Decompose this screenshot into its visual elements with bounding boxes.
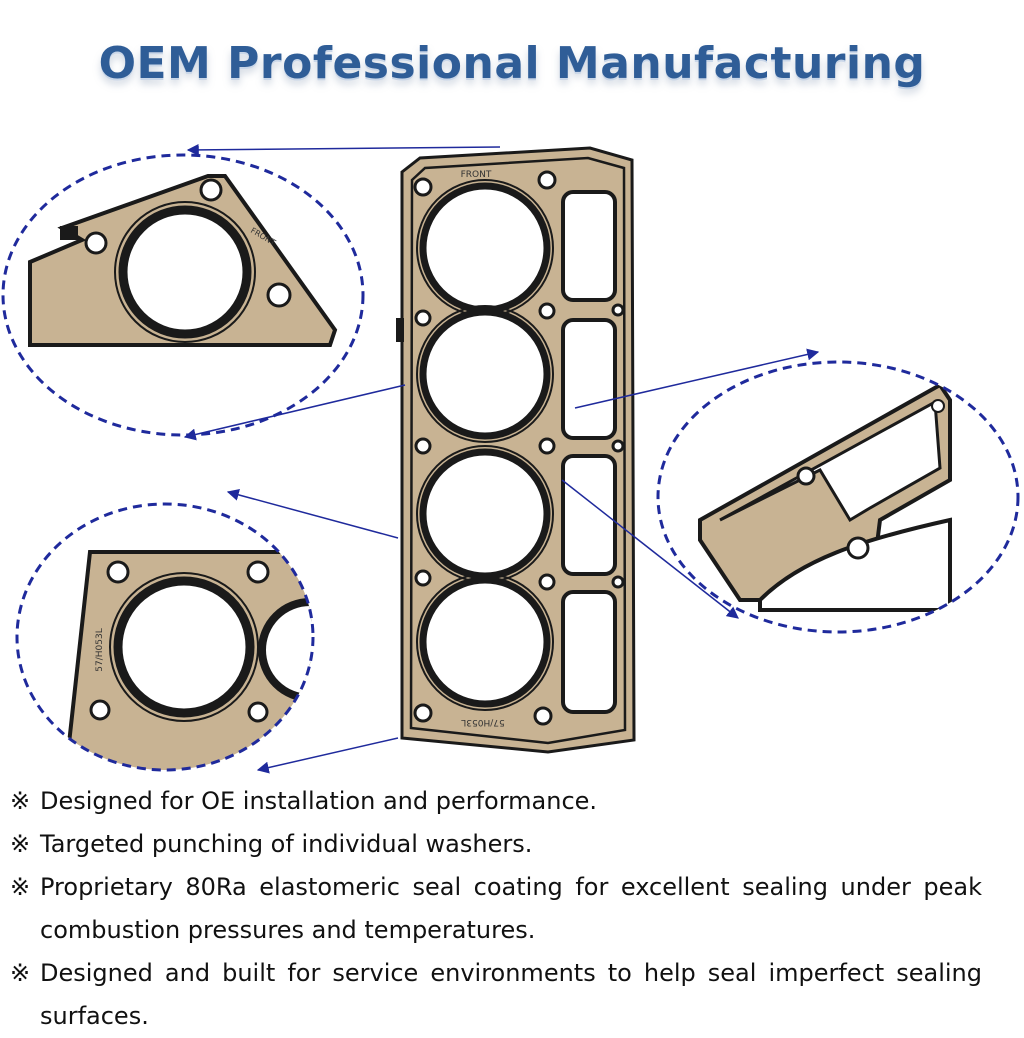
feature-item: ※ Designed and built for service environ… [10, 952, 982, 1038]
reference-mark-icon: ※ [10, 830, 31, 858]
feature-item: ※ Designed for OE installation and perfo… [10, 780, 982, 823]
feature-text: Designed and built for service environme… [40, 959, 982, 1030]
feature-text: Targeted punching of individual washers. [40, 830, 533, 858]
feature-text: Proprietary 80Ra elastomeric seal coatin… [40, 873, 982, 944]
callout-arrows [183, 143, 820, 774]
page-title: OEM Professional Manufacturing [98, 38, 926, 89]
bolt-holes [413, 170, 625, 726]
gasket-front-label: FRONT [461, 170, 492, 180]
feature-list: ※ Designed for OE installation and perfo… [10, 780, 982, 1038]
cylinder-bores [416, 179, 554, 711]
callout-part-code: 57/H053L [95, 628, 105, 671]
callout-right [656, 360, 1020, 634]
reference-mark-icon: ※ [10, 873, 31, 901]
gasket-part-code: 57/H053L [461, 717, 504, 727]
feature-text: Designed for OE installation and perform… [40, 787, 598, 815]
main-gasket: FRONT 57/H053L [396, 146, 636, 754]
callout-top-left: FRONT [1, 153, 365, 437]
feature-item: ※ Proprietary 80Ra elastomeric seal coat… [10, 866, 982, 952]
feature-item: ※ Targeted punching of individual washer… [10, 823, 982, 866]
callout-bottom-left: 57/H053L [15, 502, 315, 772]
reference-mark-icon: ※ [10, 959, 31, 987]
reference-mark-icon: ※ [10, 787, 31, 815]
